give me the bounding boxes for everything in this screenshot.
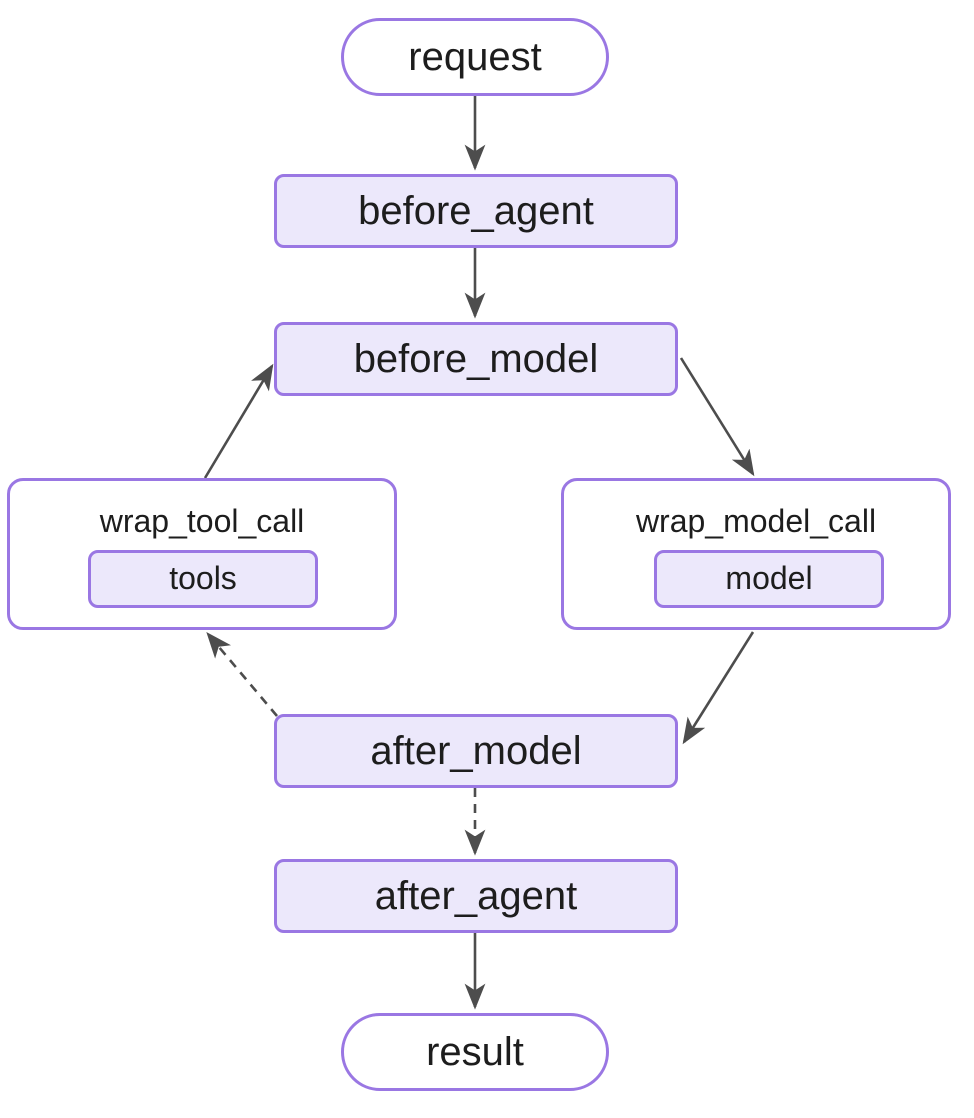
node-tools-label: tools (169, 560, 237, 597)
node-request-label: request (408, 35, 542, 79)
node-before-model[interactable]: before_model (274, 322, 678, 396)
node-after-model[interactable]: after_model (274, 714, 678, 788)
edge-after-model-to-wrap-tool-call (206, 632, 278, 717)
node-after-agent[interactable]: after_agent (274, 859, 678, 933)
node-model[interactable]: model (654, 550, 884, 608)
node-after-agent-label: after_agent (374, 874, 578, 918)
node-before-agent[interactable]: before_agent (274, 174, 678, 248)
subgraph-wrap-model-call-title: wrap_model_call (635, 503, 877, 539)
node-result-label: result (426, 1030, 524, 1074)
node-request[interactable]: request (341, 18, 609, 96)
edge-wrap-model-call-to-after-model (682, 631, 755, 745)
node-after-model-label: after_model (370, 729, 582, 773)
node-before-model-label: before_model (353, 337, 599, 381)
node-tools[interactable]: tools (88, 550, 318, 608)
node-result[interactable]: result (341, 1013, 609, 1091)
node-model-label: model (725, 560, 813, 597)
edge-before-model-to-wrap-model-call (679, 357, 755, 477)
node-before-agent-label: before_agent (358, 189, 594, 233)
subgraph-wrap-tool-call-title: wrap_tool_call (99, 503, 305, 539)
edge-wrap-tool-call-to-before-model (203, 363, 274, 479)
